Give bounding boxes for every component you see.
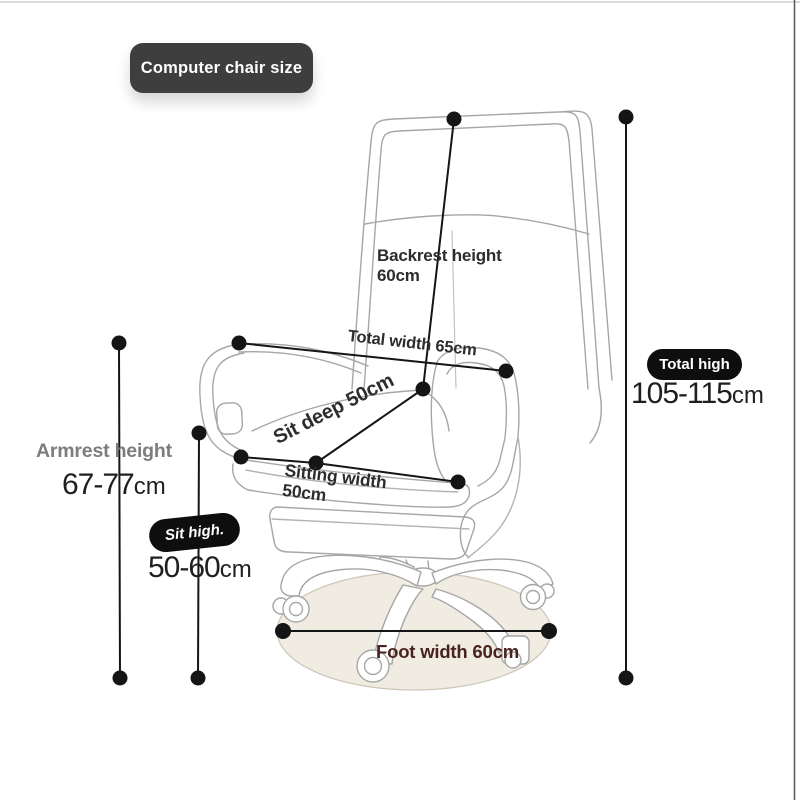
chair-base [272, 554, 555, 691]
foot-width-label: Foot width 60cm [376, 641, 519, 662]
dimension-line-sit-deep [315, 381, 431, 464]
dimension-line-backrest-height [422, 111, 462, 390]
total-high-value: 105-115cm [631, 377, 764, 410]
backrest-height-label: Backrest height 60cm [377, 246, 502, 286]
sit-high-value: 50-60cm [148, 551, 252, 584]
dimension-line-armrest-height [111, 335, 128, 686]
title-badge-label: Computer chair size [140, 58, 303, 77]
armrest-height-label: Armrest height [36, 440, 172, 462]
dimension-line-total-high [618, 109, 634, 686]
dimension-line-sit-high [190, 425, 207, 686]
dimension-line-sitting-width [233, 449, 466, 490]
chair-line-art [199, 110, 613, 590]
armrest-height-value: 67-77cm [62, 468, 166, 501]
dimension-line-total-width [231, 335, 514, 379]
total-high-badge: Total high [647, 349, 742, 380]
dimension-line-foot-width [275, 623, 557, 639]
title-badge: Computer chair size [130, 43, 313, 93]
